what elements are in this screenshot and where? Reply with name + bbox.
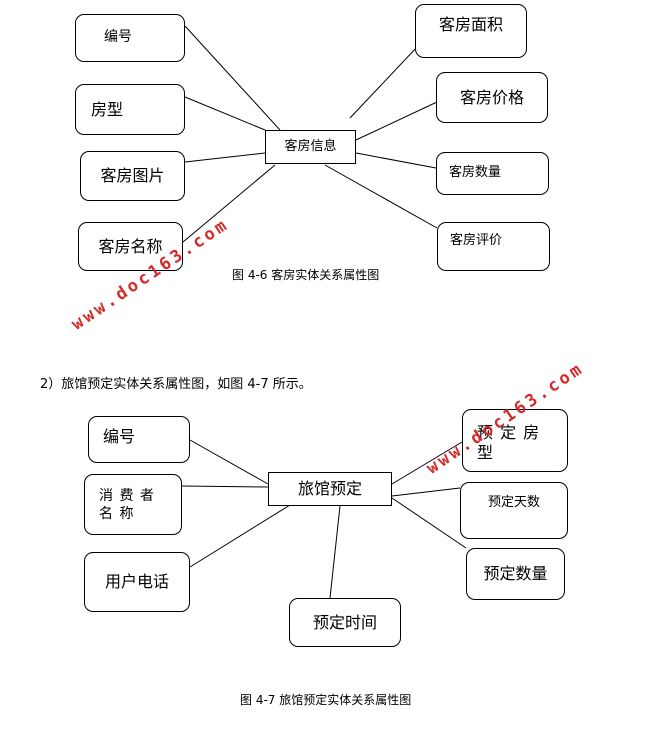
node-booking-id: 编号 <box>88 416 190 463</box>
node-consumer-name: 消 费 者 名 称 <box>84 474 182 535</box>
node-room-area: 客房面积 <box>415 4 527 58</box>
node-booking-room-type: 预 定 房 型 <box>462 409 568 472</box>
node-room-info-center: 客房信息 <box>265 130 356 164</box>
node-room-review: 客房评价 <box>437 222 550 271</box>
node-room-id: 编号 <box>75 14 185 62</box>
node-booking-days: 预定天数 <box>460 482 568 539</box>
figure-caption-4-7: 图 4-7 旅馆预定实体关系属性图 <box>240 693 412 707</box>
paragraph-text: 2）旅馆预定实体关系属性图，如图 4-7 所示。 <box>40 377 312 392</box>
node-booking-quantity: 预定数量 <box>466 548 565 600</box>
node-hotel-booking-center: 旅馆预定 <box>268 472 392 506</box>
node-room-price: 客房价格 <box>436 72 548 123</box>
node-user-phone: 用户电话 <box>84 552 190 612</box>
node-booking-time: 预定时间 <box>289 598 401 647</box>
node-room-type: 房型 <box>75 84 185 135</box>
node-room-name: 客房名称 <box>78 222 183 271</box>
figure-caption-4-6: 图 4-6 客房实体关系属性图 <box>232 268 380 282</box>
node-room-quantity: 客房数量 <box>436 152 549 195</box>
node-room-picture: 客房图片 <box>80 151 185 201</box>
